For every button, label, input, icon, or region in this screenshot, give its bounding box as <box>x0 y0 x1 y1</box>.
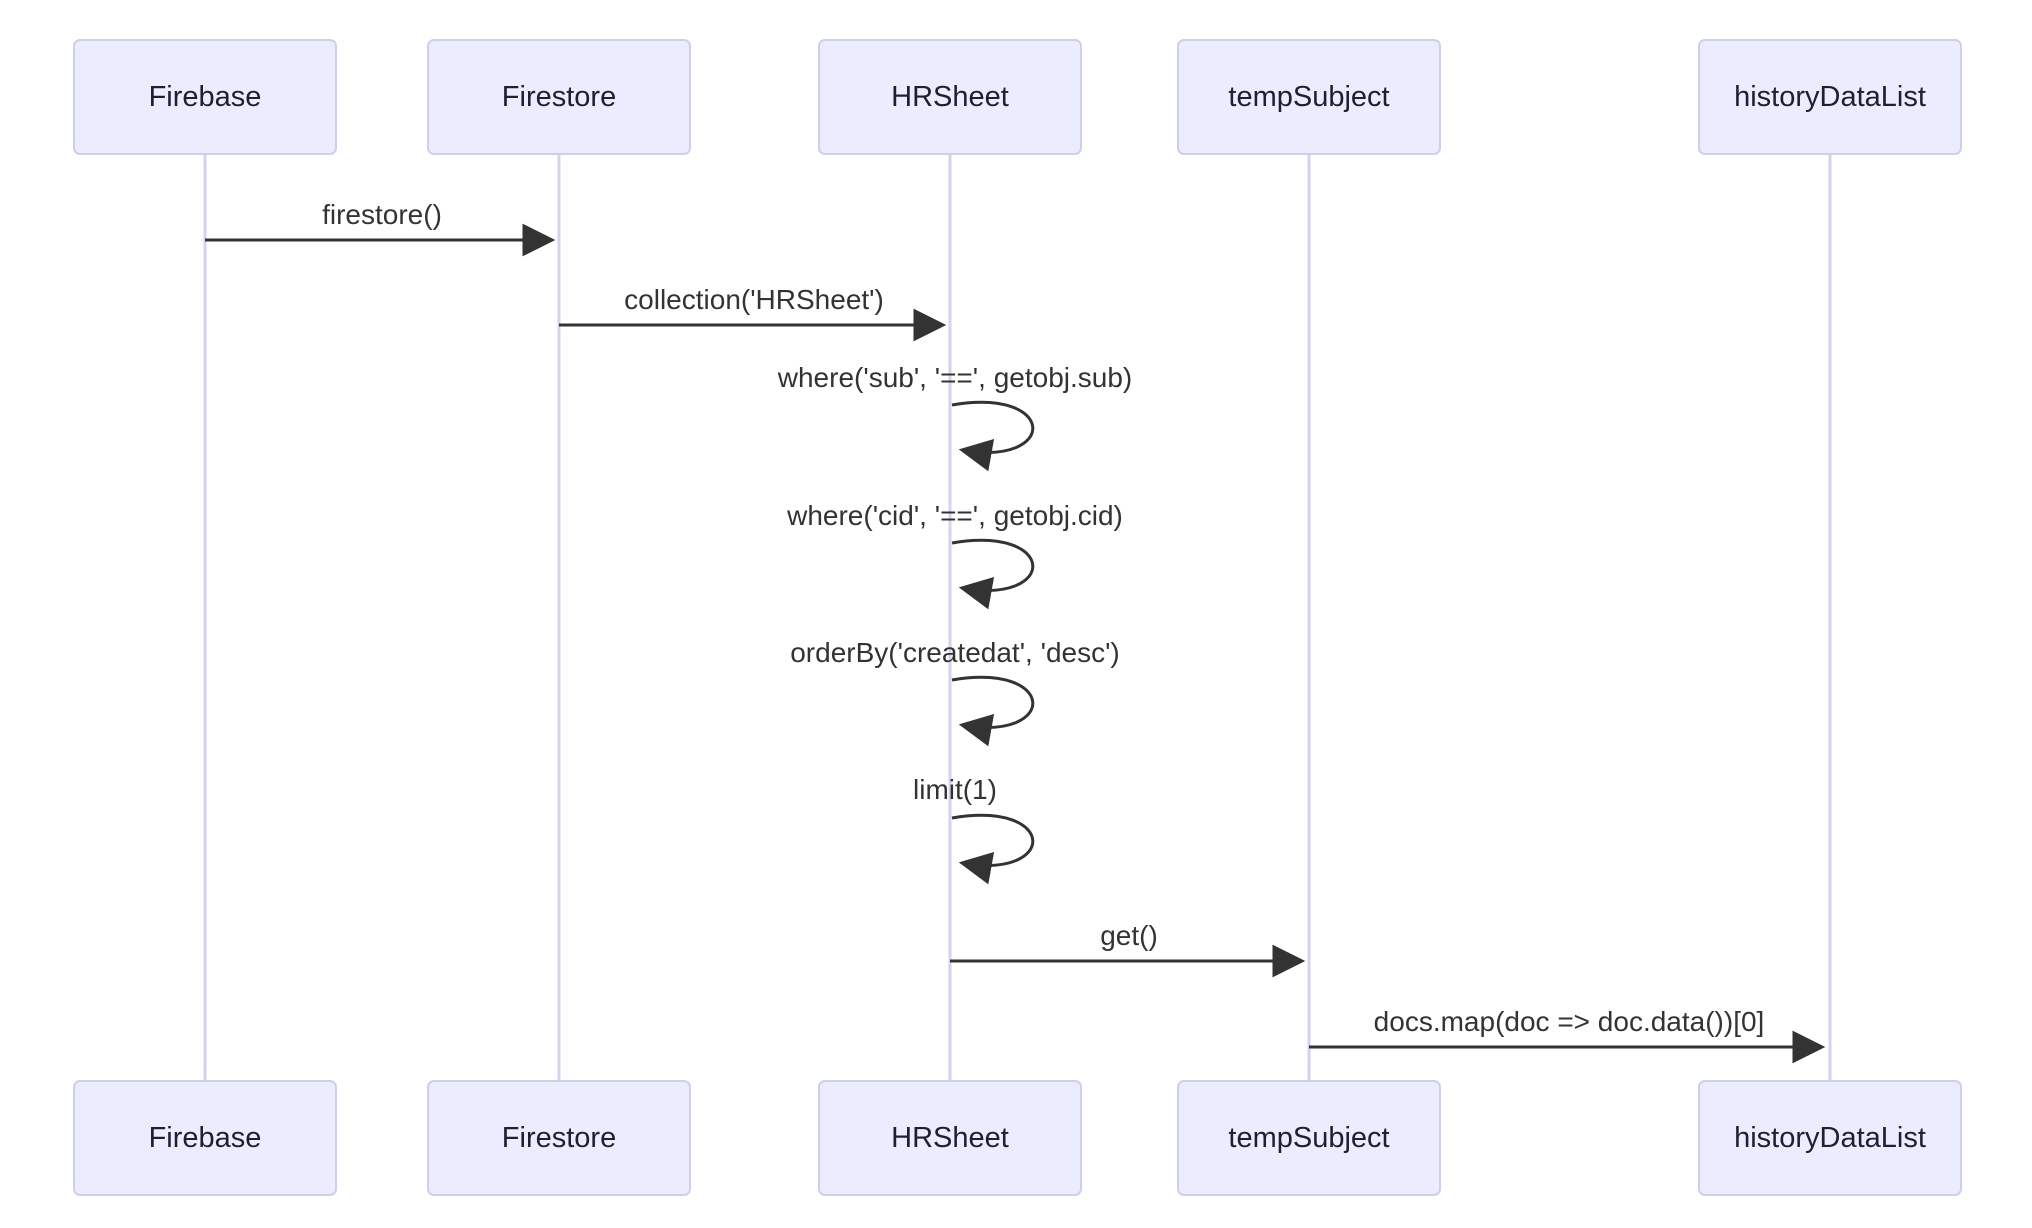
participant-label: historyDataList <box>1734 1121 1926 1154</box>
participant-box-firestore-bottom: Firestore <box>427 1080 691 1196</box>
participant-box-hrsheet-bottom: HRSheet <box>818 1080 1082 1196</box>
participant-label: Firebase <box>148 1121 262 1154</box>
participant-label: Firebase <box>148 80 262 113</box>
message-label-limit: limit(1) <box>913 774 997 805</box>
participant-box-hrsheet-top: HRSheet <box>818 39 1082 155</box>
participant-box-firebase-bottom: Firebase <box>73 1080 337 1196</box>
self-loop-where-cid <box>951 538 1035 610</box>
participant-label: historyDataList <box>1734 80 1926 113</box>
participant-label: Firestore <box>501 1121 617 1154</box>
message-label-docs-map: docs.map(doc => doc.data())[0] <box>1373 1006 1765 1037</box>
participant-box-firestore-top: Firestore <box>427 39 691 155</box>
self-loop-where-sub <box>951 400 1035 472</box>
participant-box-firebase-top: Firebase <box>73 39 337 155</box>
participant-label: HRSheet <box>891 1121 1009 1154</box>
message-label-collection: collection('HRSheet') <box>624 284 884 315</box>
message-label-orderby: orderBy('createdat', 'desc') <box>790 637 1120 668</box>
participant-box-historydatalist-bottom: historyDataList <box>1698 1080 1962 1196</box>
participant-label: tempSubject <box>1228 80 1390 113</box>
self-loop-orderby <box>951 675 1035 747</box>
message-label-where-sub: where('sub', '==', getobj.sub) <box>777 362 1133 393</box>
participant-box-historydatalist-top: historyDataList <box>1698 39 1962 155</box>
message-label-where-cid: where('cid', '==', getobj.cid) <box>787 500 1123 531</box>
participant-box-tempsubject-top: tempSubject <box>1177 39 1441 155</box>
participant-label: Firestore <box>501 80 617 113</box>
participant-label: HRSheet <box>891 80 1009 113</box>
message-label-firestore: firestore() <box>322 199 442 230</box>
participant-box-tempsubject-bottom: tempSubject <box>1177 1080 1441 1196</box>
message-label-get: get() <box>1100 920 1158 951</box>
participant-label: tempSubject <box>1228 1121 1390 1154</box>
self-loop-limit <box>951 813 1035 885</box>
